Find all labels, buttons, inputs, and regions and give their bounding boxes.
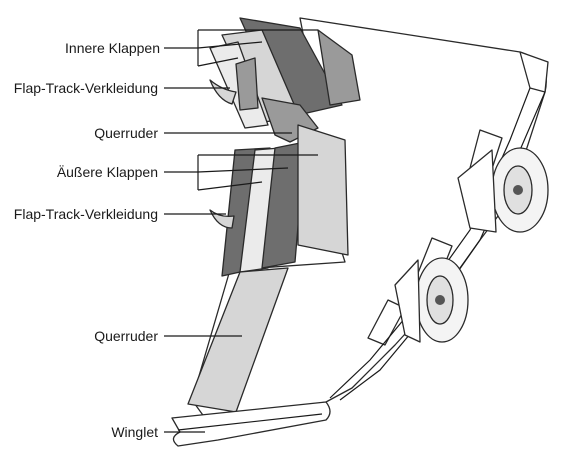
engine-outer bbox=[457, 147, 549, 233]
label-aeussere-klappen: Äußere Klappen bbox=[57, 164, 158, 180]
label-innere-klappen: Innere Klappen bbox=[65, 40, 160, 56]
leader-lines bbox=[164, 29, 318, 433]
flap-track-fairing-upper bbox=[209, 57, 259, 111]
label-querruder-lower: Querruder bbox=[94, 328, 158, 344]
outer-flaps bbox=[221, 124, 349, 277]
label-querruder-upper: Querruder bbox=[94, 125, 158, 141]
label-flap-track-verkleidung-lower: Flap-Track-Verkleidung bbox=[14, 206, 158, 222]
engine-inner bbox=[394, 257, 469, 343]
winglet-shape bbox=[171, 401, 331, 447]
label-winglet: Winglet bbox=[111, 424, 158, 440]
label-flap-track-verkleidung-upper: Flap-Track-Verkleidung bbox=[14, 80, 158, 96]
